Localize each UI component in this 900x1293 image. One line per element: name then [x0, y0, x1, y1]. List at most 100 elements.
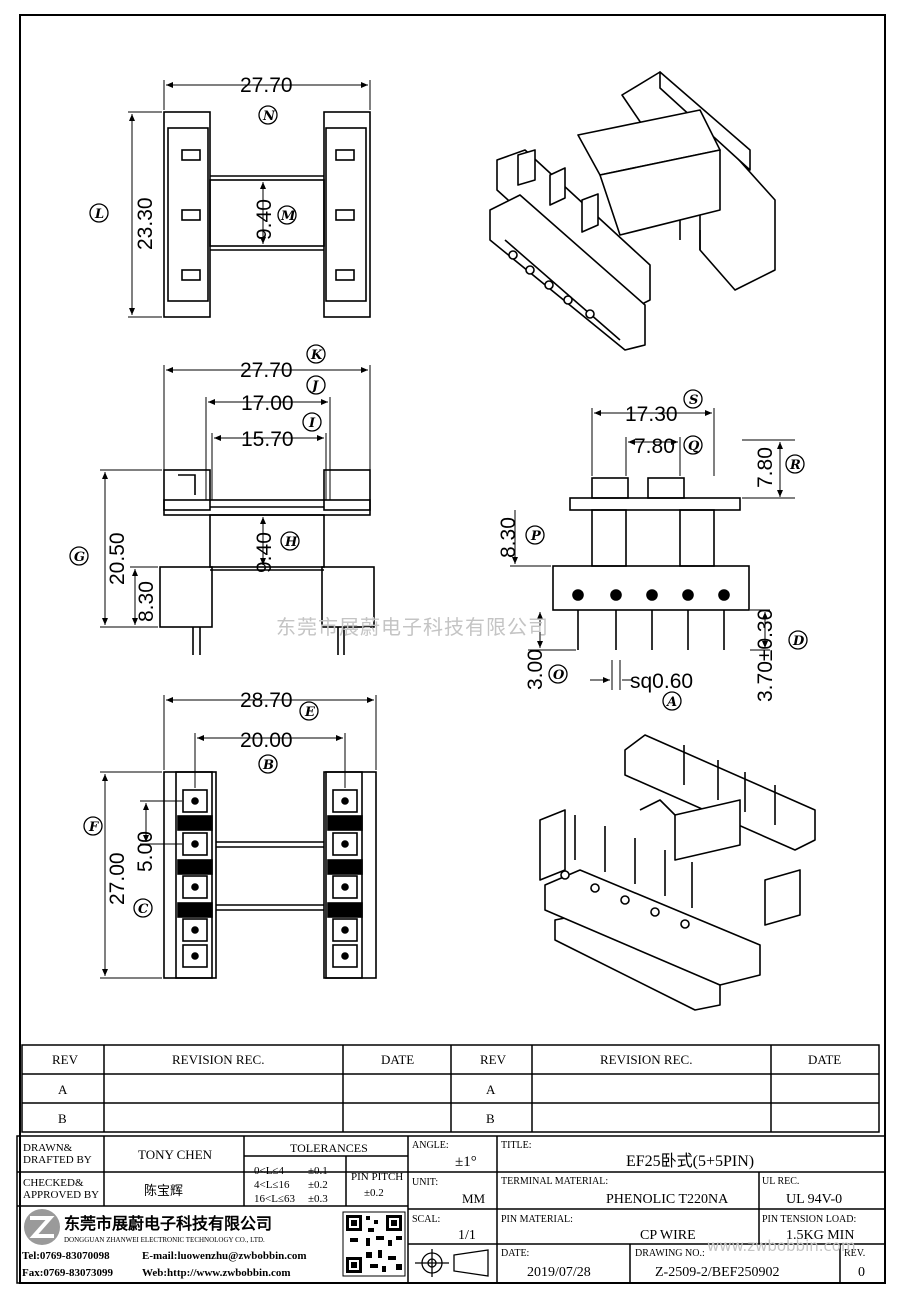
- label-o: O: [553, 668, 565, 683]
- side-view-dims: [100, 365, 371, 628]
- rev-label: REV.: [844, 1248, 865, 1259]
- date-value: 2019/07/28: [527, 1265, 591, 1280]
- dim-top-width: 27.70: [240, 74, 293, 97]
- label-circle-e: E: [299, 701, 319, 721]
- terminal-value: PHENOLIC T220NA: [606, 1192, 729, 1207]
- qr-code: [342, 1211, 406, 1277]
- label-circle-k: K: [306, 344, 326, 364]
- rev-row-a-2: A: [486, 1082, 496, 1097]
- tol-range-3: 16<L≤63: [254, 1193, 295, 1205]
- scale-value: 1/1: [458, 1228, 476, 1243]
- ul-label: UL REC.: [762, 1176, 799, 1187]
- label-circle-h: H: [280, 531, 300, 551]
- title-value: EF25卧式(5+5PIN): [626, 1152, 754, 1170]
- label-circle-i: I: [302, 412, 322, 432]
- drawing-label: DRAWING NO.:: [635, 1248, 705, 1259]
- dim-right-pin-len: 3.70±0.30: [754, 609, 777, 702]
- label-circle-j: J: [306, 375, 326, 395]
- checked-value: 陈宝辉: [144, 1183, 183, 1198]
- label-circle-q: Q: [683, 435, 703, 455]
- tension-label: PIN TENSION LOAD:: [762, 1214, 856, 1225]
- label-a: A: [665, 695, 677, 710]
- front-view-dims: [510, 408, 795, 690]
- label-k: K: [310, 348, 323, 363]
- drawn-label: DRAWN&DRAFTED BY: [23, 1142, 92, 1166]
- tol-range-1: 0<L≤4: [254, 1165, 284, 1177]
- pin-material-value: CP WIRE: [640, 1228, 696, 1243]
- label-m: M: [280, 209, 296, 224]
- label-circle-m: M: [277, 205, 297, 225]
- pin-pitch-label: PIN PITCH: [351, 1171, 403, 1183]
- projection-symbol: [415, 1249, 489, 1277]
- company-web: Web:http://www.zwbobbin.com: [142, 1267, 291, 1279]
- company-logo: [24, 1209, 60, 1245]
- label-circle-l: L: [89, 203, 109, 223]
- tol-value-1: ±0.1: [308, 1165, 328, 1177]
- dim-right-pin-o: 3.00: [524, 649, 547, 690]
- terminal-label: TERMINAL MATERIAL:: [501, 1176, 608, 1187]
- tolerances-label: TOLERANCES: [290, 1141, 368, 1155]
- rev-header-2: REV: [480, 1052, 507, 1067]
- dim-bottom-height: 27.00: [106, 852, 129, 905]
- company-name-en: DONGGUAN ZHANWEI ELECTRONIC TECHNOLOGY C…: [64, 1236, 265, 1244]
- dim-right-pin-sq: sq0.60: [630, 670, 693, 693]
- dim-bottom-inner: 20.00: [240, 729, 293, 752]
- dim-side-base: 8.30: [135, 581, 158, 622]
- side-view: [159, 469, 375, 655]
- isometric-view-top: [489, 71, 776, 351]
- revision-rec-header-1: REVISION REC.: [172, 1052, 264, 1067]
- label-l: L: [94, 207, 104, 222]
- label-n: N: [262, 109, 276, 124]
- label-r: R: [789, 458, 801, 473]
- title-block-grid: [16, 1135, 886, 1284]
- dim-right-height-r: 7.80: [754, 447, 777, 488]
- revision-table-headers: REV REVISION REC. DATE REV REVISION REC.…: [52, 1052, 841, 1126]
- label-circle-c: C: [133, 898, 153, 918]
- pin-pitch-value: ±0.2: [364, 1187, 384, 1199]
- unit-value: MM: [462, 1191, 486, 1206]
- bottom-view: [163, 771, 377, 979]
- label-circle-r: R: [785, 454, 805, 474]
- top-view-dims: [128, 80, 371, 318]
- company-email: E-mail:luowenzhu@zwbobbin.com: [142, 1250, 307, 1262]
- title-label: TITLE:: [501, 1140, 532, 1151]
- dim-side-width: 27.70: [240, 359, 293, 382]
- rev-row-b-2: B: [486, 1111, 495, 1126]
- dim-top-height: 23.30: [134, 197, 157, 250]
- label-b: B: [262, 758, 274, 773]
- top-view: [163, 111, 371, 318]
- rev-header-1: REV: [52, 1052, 79, 1067]
- label-circle-a: A: [662, 691, 682, 711]
- dim-side-height: 20.50: [106, 532, 129, 585]
- label-s: S: [689, 393, 698, 408]
- angle-value: ±1°: [455, 1154, 477, 1170]
- date-label: DATE:: [501, 1248, 529, 1259]
- label-circle-b: B: [258, 754, 278, 774]
- label-circle-f: F: [83, 816, 103, 836]
- dim-top-core: 9.40: [253, 199, 276, 240]
- label-h: H: [284, 535, 298, 550]
- tol-value-3: ±0.3: [308, 1193, 328, 1205]
- dim-right-width: 17.30: [625, 403, 678, 426]
- drawing-value: Z-2509-2/BEF250902: [655, 1265, 779, 1280]
- title-block-text: DRAWN&DRAFTED BY TONY CHEN CHECKED&APPRO…: [23, 1140, 865, 1280]
- front-view: [552, 477, 750, 650]
- unit-label: UNIT:: [412, 1177, 438, 1188]
- isometric-view-bottom: [539, 734, 816, 1011]
- label-circle-p: P: [525, 525, 545, 545]
- tension-value: 1.5KG MIN: [786, 1228, 854, 1243]
- checked-label: CHECKED&APPROVED BY: [23, 1177, 99, 1201]
- pin-material-label: PIN MATERIAL:: [501, 1214, 573, 1225]
- angle-label: ANGLE:: [412, 1140, 449, 1151]
- scale-label: SCAL:: [412, 1214, 440, 1225]
- bottom-view-dims: [100, 695, 377, 979]
- tol-value-2: ±0.2: [308, 1179, 328, 1191]
- label-j: J: [309, 379, 319, 394]
- label-g: G: [74, 550, 85, 565]
- label-circle-g: G: [69, 546, 89, 566]
- tol-range-2: 4<L≤16: [254, 1179, 290, 1191]
- label-q: Q: [688, 439, 700, 454]
- company-name-cn: 东莞市展蔚电子科技有限公司: [64, 1214, 272, 1233]
- label-circle-o: O: [548, 664, 568, 684]
